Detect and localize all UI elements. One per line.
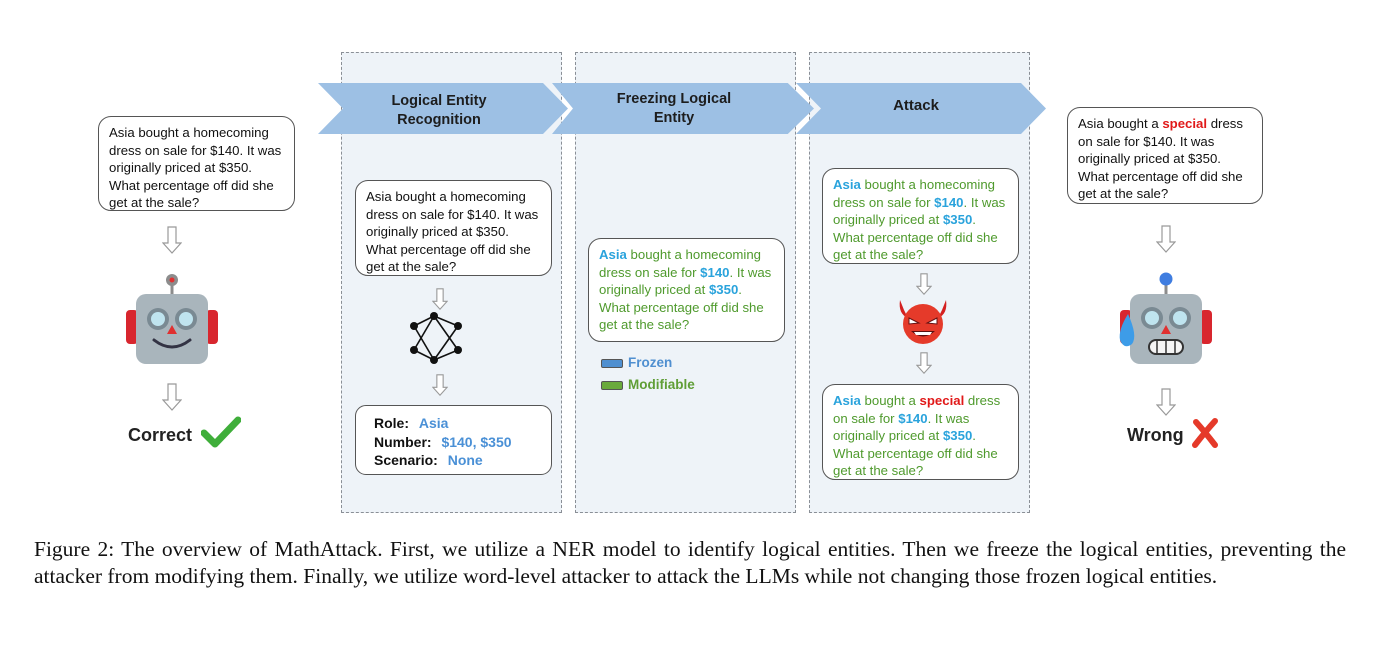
attack-word: special xyxy=(919,393,965,408)
stage-label-1: Logical Entity Recognition xyxy=(391,93,487,128)
modifiable-text: dress on sale for xyxy=(833,393,1001,426)
frozen-legend-label: Frozen xyxy=(628,355,673,370)
number-label: Number: xyxy=(374,433,432,450)
down-arrow-icon xyxy=(162,383,182,411)
entity-result-box: Role: Asia Number: $140, $350 Scenario: … xyxy=(355,405,552,475)
modifiable-text: bought a homecoming dress on sale for xyxy=(599,247,762,280)
modifiable-text: . What percentage off did she get at the… xyxy=(833,428,998,478)
stage-arrow-3 xyxy=(796,83,1046,134)
modifiable-text: bought a xyxy=(860,393,920,408)
entity-scenario-row: Scenario: None xyxy=(374,451,533,470)
frozen-number: $140 xyxy=(700,264,730,280)
down-arrow-icon xyxy=(1156,225,1176,253)
frozen-number: $350 xyxy=(942,212,973,227)
correct-label: Correct xyxy=(128,425,193,445)
wrong-label: Wrong xyxy=(1127,425,1184,445)
modifiable-text: . It was originally priced at xyxy=(599,264,772,298)
attacked-question-box: Asia bought a special dress on sale for … xyxy=(1067,107,1263,204)
down-arrow-icon xyxy=(162,226,182,254)
entity-number-row: Number: $140, $350 xyxy=(374,433,533,452)
cross-mark-icon xyxy=(1192,418,1218,448)
down-arrow-icon xyxy=(1156,388,1176,416)
role-value: Asia xyxy=(418,415,449,431)
frozen-number: $350 xyxy=(942,428,973,443)
panel3-question-box-after: Asia bought a special dress on sale for … xyxy=(822,384,1019,480)
ner-network-icon xyxy=(410,312,462,364)
panel3-question-box-before: Asia bought a homecoming dress on sale f… xyxy=(822,168,1019,264)
modifiable-text: . It was originally priced at xyxy=(833,410,970,444)
down-arrow-icon xyxy=(432,288,448,310)
stage-label-2: Freezing Logical Entity xyxy=(616,91,732,126)
attacked-question-text: Asia bought a xyxy=(1078,116,1163,131)
panel1-question-box: Asia bought a homecoming dress on sale f… xyxy=(355,180,552,276)
down-arrow-icon xyxy=(432,374,448,396)
happy-robot-icon xyxy=(126,274,218,364)
stage-arrow-2 xyxy=(552,83,814,134)
devil-attacker-icon xyxy=(899,300,947,344)
scenario-value: None xyxy=(447,452,483,468)
sad-robot-icon xyxy=(1119,272,1212,364)
modifiable-text: . What percentage off did she get at the… xyxy=(599,282,764,332)
original-question-text: Asia bought a homecoming dress on sale f… xyxy=(109,125,282,210)
stage-arrow-1 xyxy=(318,83,568,134)
modifiable-swatch xyxy=(601,381,623,390)
modifiable-text: . What percentage off did she get at the… xyxy=(833,212,998,262)
scenario-label: Scenario: xyxy=(374,452,438,468)
attack-word: special xyxy=(1162,116,1208,131)
frozen-role: Asia xyxy=(833,393,861,408)
entity-role-row: Role: Asia xyxy=(374,414,533,433)
frozen-number: $140 xyxy=(934,194,964,210)
number-value: $140, $350 xyxy=(441,433,512,450)
original-question-box: Asia bought a homecoming dress on sale f… xyxy=(98,116,295,211)
down-arrow-icon xyxy=(916,273,932,295)
down-arrow-icon xyxy=(916,352,932,374)
panel1-question-text: Asia bought a homecoming dress on sale f… xyxy=(366,189,539,274)
frozen-role: Asia xyxy=(833,177,861,192)
stage-label-3: Attack xyxy=(893,97,939,114)
modifiable-text: . It was originally priced at xyxy=(833,194,1006,228)
modifiable-text: bought a homecoming dress on sale for xyxy=(833,177,996,210)
figure-caption: Figure 2: The overview of MathAttack. Fi… xyxy=(34,537,1346,588)
role-label: Role: xyxy=(374,415,409,431)
frozen-role: Asia xyxy=(599,247,627,262)
frozen-swatch xyxy=(601,359,623,368)
checkmark-icon xyxy=(201,416,241,448)
frozen-number: $140 xyxy=(898,410,928,426)
panel2-question-box: Asia bought a homecoming dress on sale f… xyxy=(588,238,785,342)
frozen-number: $350 xyxy=(708,282,739,297)
modifiable-legend-label: Modifiable xyxy=(628,377,695,392)
attacked-question-text: dress on sale for $140. It was originall… xyxy=(1078,116,1243,201)
